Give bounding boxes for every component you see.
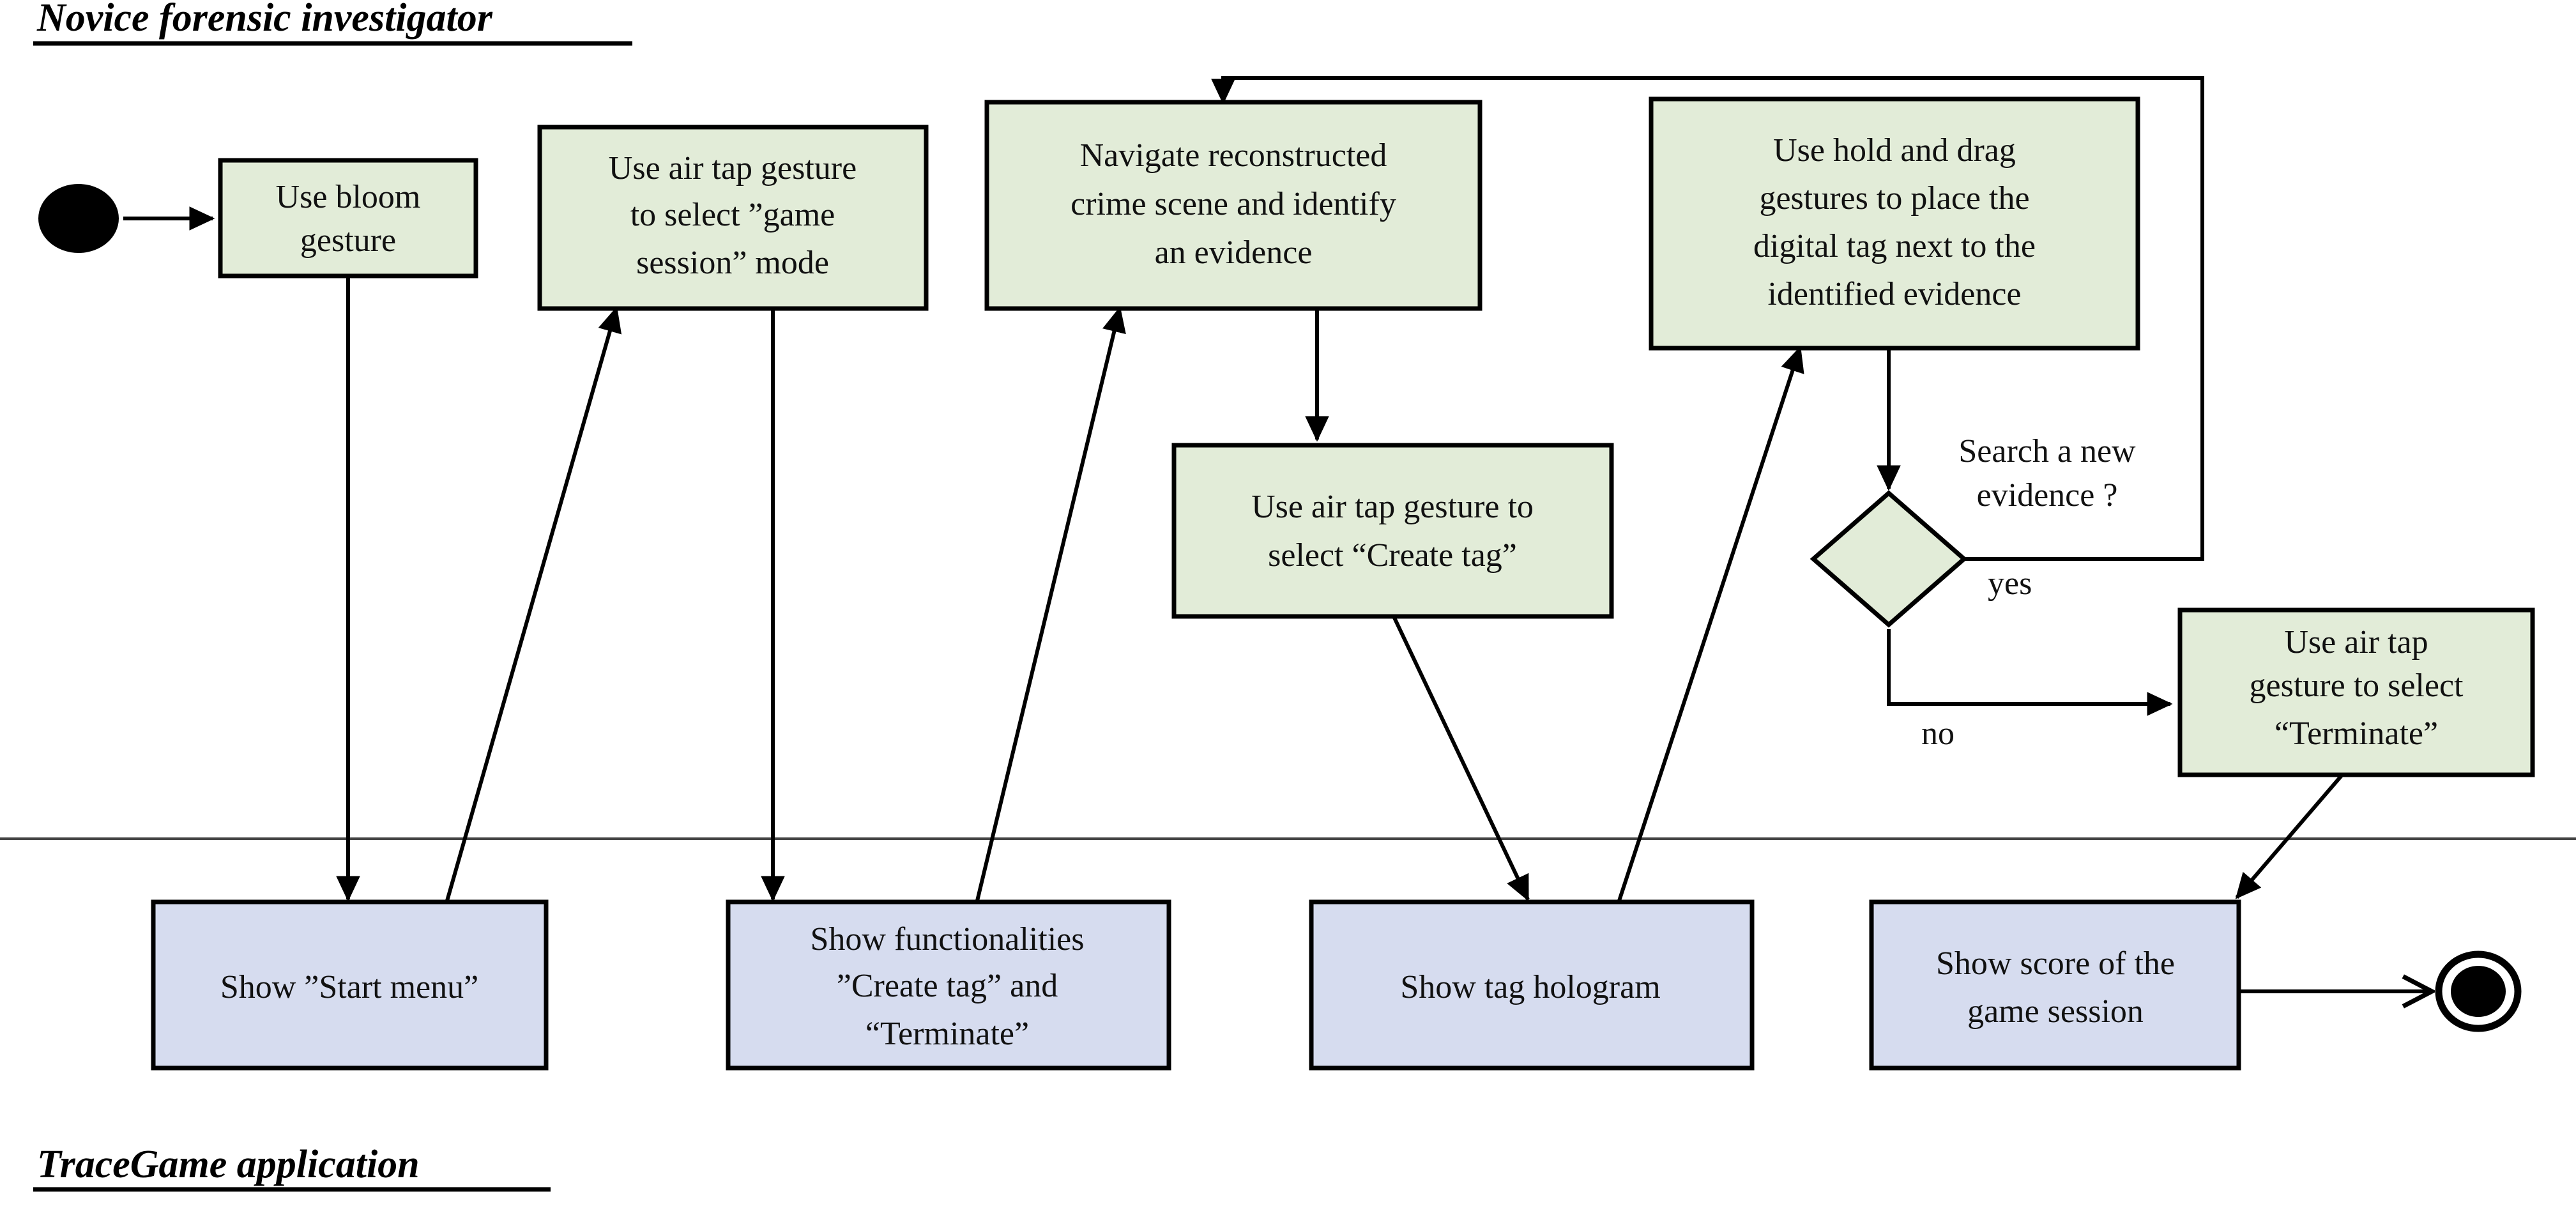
initial-node [38, 184, 119, 253]
action-node-hold-and-drag[interactable]: Use hold and drag gestures to place the … [1649, 96, 2140, 351]
action-node-body[interactable] [984, 100, 1482, 311]
edge-tag-hologram-to-hold-drag [1617, 346, 1804, 901]
action-node-show-tag-hologram[interactable]: Show tag hologram [1309, 899, 1755, 1071]
action-label-line-1: Show ”Start menu” [220, 969, 478, 1005]
action-label-line-2: gestures to place the [1759, 180, 2029, 217]
action-label-line-2: game session [1967, 993, 2144, 1030]
action-node-body[interactable] [537, 125, 929, 311]
action-label-line-1: Use air tap [2284, 624, 2428, 660]
action-node-show-score[interactable]: Show score of the game session [1869, 899, 2241, 1071]
decision-node-search-new-evidence[interactable] [1810, 490, 1968, 628]
action-node-select-terminate[interactable]: Use air tap gesture to select “Terminate… [2177, 607, 2535, 777]
action-label-line-1: Use hold and drag [1773, 132, 2016, 169]
final-node-core [2451, 966, 2506, 1017]
action-node-body[interactable] [1171, 443, 1614, 619]
action-label-line-3: digital tag next to the [1753, 228, 2036, 264]
action-label-line-1: Use air tap gesture [609, 150, 857, 187]
edge-functionalities-to-navigate [975, 306, 1126, 901]
edge-start-menu-to-game-session [445, 306, 622, 901]
action-node-body[interactable] [1309, 899, 1755, 1071]
action-node-body[interactable] [1869, 899, 2241, 1071]
partition-label-system: TraceGame application [37, 1143, 420, 1186]
partition-label-actor: Novice forensic investigator [36, 0, 493, 40]
action-label-line-2: ”Create tag” and [837, 968, 1058, 1004]
action-label-line-3: “Terminate” [865, 1016, 1029, 1052]
action-node-show-start-menu[interactable]: Show ”Start menu” [151, 899, 549, 1071]
edge-guard-yes: yes [1988, 565, 2032, 602]
final-node-ring [2435, 950, 2522, 1032]
action-label-line-2: gesture [300, 222, 396, 259]
decision-guard-line-1: Search a new [1958, 433, 2136, 469]
action-node-select-game-session[interactable]: Use air tap gesture to select ”game sess… [537, 125, 929, 311]
decision-guard-line-2: evidence ? [1977, 477, 2118, 514]
action-node-use-bloom-gesture[interactable]: Use bloom gesture [218, 158, 478, 279]
action-node-body[interactable] [218, 158, 478, 279]
action-node-navigate-crime-scene[interactable]: Navigate reconstructed crime scene and i… [984, 100, 1482, 311]
action-label-line-2: select “Create tag” [1268, 537, 1517, 574]
action-label-line-2: crime scene and identify [1071, 186, 1396, 222]
action-node-show-functionalities[interactable]: Show functionalities ”Create tag” and “T… [726, 899, 1171, 1071]
action-node-body[interactable] [1649, 96, 2140, 351]
partition-system-lane: TraceGame application [33, 1143, 551, 1192]
action-label-line-1: Navigate reconstructed [1080, 137, 1387, 174]
action-label-line-3: session” mode [636, 245, 829, 281]
edge-decision-yes-to-navigate [1211, 76, 2204, 561]
action-label-line-4: identified evidence [1767, 276, 2021, 312]
action-node-body[interactable] [726, 899, 1171, 1071]
partition-actor-lane: Novice forensic investigator [33, 0, 632, 46]
action-label-line-3: an evidence [1155, 234, 1313, 271]
final-node [2435, 950, 2522, 1032]
action-label-line-2: to select ”game [630, 197, 835, 233]
action-label-line-1: Use air tap gesture to [1251, 489, 1534, 525]
action-label-line-1: Use bloom [276, 179, 421, 215]
action-label-line-2: gesture to select [2250, 668, 2464, 704]
action-node-body[interactable] [2177, 607, 2535, 777]
action-label-line-1: Show tag hologram [1400, 969, 1660, 1005]
decision-guard-text: Search a new evidence ? [1958, 433, 2136, 514]
edge-guard-no: no [1921, 715, 1955, 752]
action-label-line-1: Show functionalities [811, 921, 1085, 958]
action-node-select-create-tag[interactable]: Use air tap gesture to select “Create ta… [1171, 443, 1614, 619]
edge-terminate-to-score [2235, 774, 2344, 899]
action-label-line-3: “Terminate” [2275, 715, 2438, 752]
action-label-line-1: Show score of the [1936, 945, 2175, 982]
edge-create-tag-to-tag-hologram [1392, 615, 1530, 902]
edge-decision-no-to-terminate [1887, 629, 2173, 716]
action-node-body[interactable] [151, 899, 549, 1071]
